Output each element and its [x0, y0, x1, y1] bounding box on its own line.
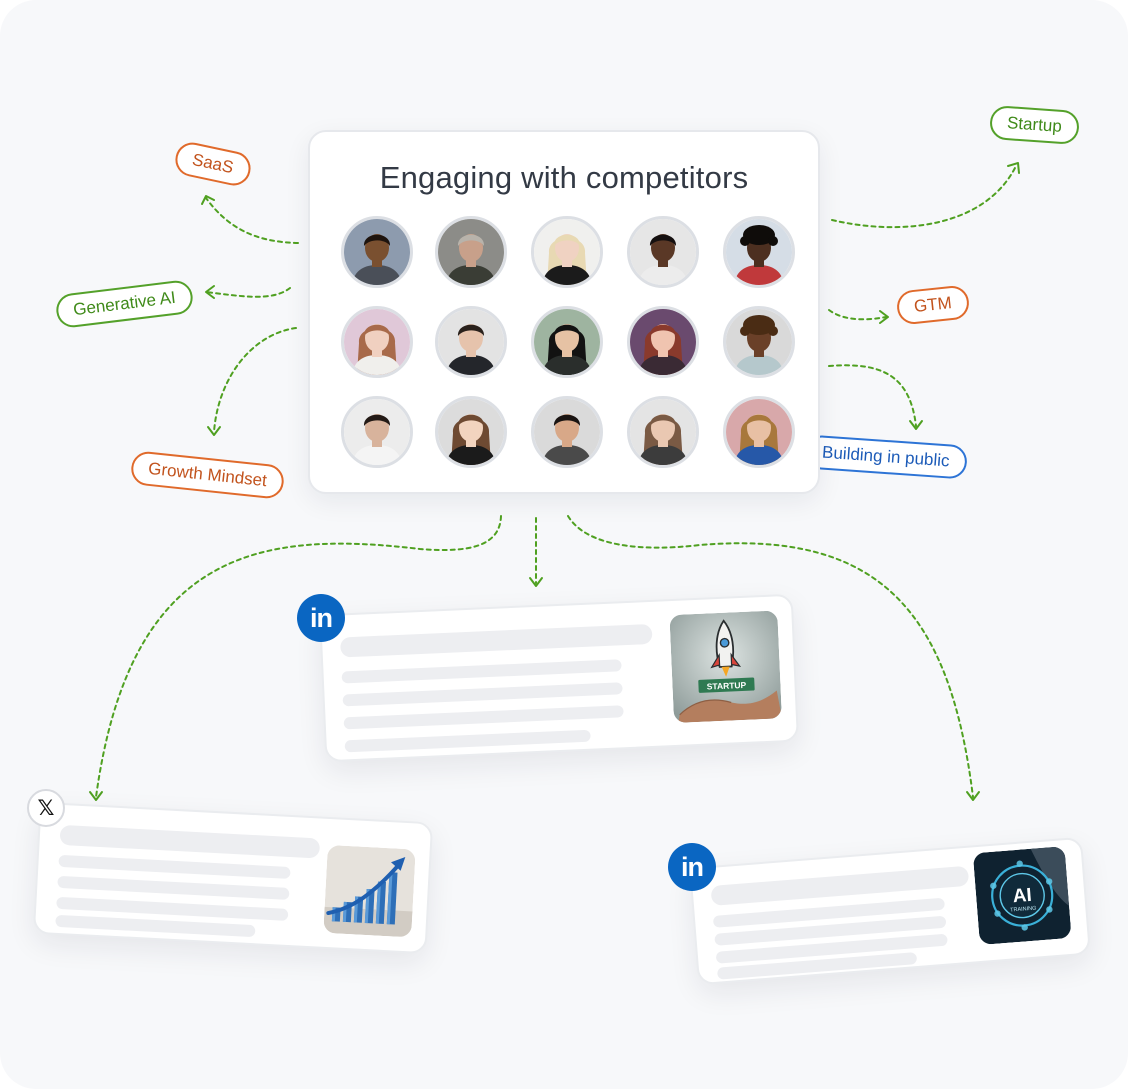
ai-image-subtitle: TRAINING [1010, 906, 1037, 914]
post-title-placeholder [59, 824, 321, 859]
tag-generative-ai: Generative AI [54, 278, 195, 330]
avatar[interactable] [341, 216, 413, 288]
linkedin-post-center[interactable]: STARTUP [318, 593, 800, 763]
avatar[interactable] [435, 306, 507, 378]
avatar[interactable] [723, 216, 795, 288]
ai-image-title: AI [1012, 885, 1033, 907]
post-line-placeholder [342, 682, 623, 707]
startup-image-label: STARTUP [707, 680, 747, 692]
avatar[interactable] [531, 216, 603, 288]
tag-saas: SaaS [172, 139, 254, 189]
tag-growth-mindset: Growth Mindset [129, 450, 286, 500]
competitors-card: Engaging with competitors [308, 130, 820, 494]
avatar[interactable] [341, 306, 413, 378]
post-line-placeholder [55, 914, 256, 938]
tag-startup: Startup [988, 104, 1080, 146]
avatar[interactable] [435, 216, 507, 288]
card-title: Engaging with competitors [379, 160, 749, 195]
avatar[interactable] [531, 396, 603, 468]
growth-chart-image [323, 844, 416, 938]
linkedin-icon[interactable]: in [668, 843, 716, 891]
startup-rocket-image: STARTUP [669, 610, 782, 724]
post-line-placeholder [58, 854, 291, 879]
post-line-placeholder [341, 659, 622, 684]
tag-building-in-public: Building in public [804, 434, 968, 480]
avatar[interactable] [531, 306, 603, 378]
avatar[interactable] [435, 396, 507, 468]
post-line-placeholder [57, 875, 290, 900]
avatar[interactable] [627, 306, 699, 378]
post-line-placeholder [344, 729, 591, 753]
avatar[interactable] [723, 396, 795, 468]
tag-gtm: GTM [895, 284, 971, 326]
x-post-left[interactable] [32, 801, 434, 955]
post-title-placeholder [340, 623, 653, 658]
avatar[interactable] [627, 216, 699, 288]
ai-training-image: AI TRAINING [972, 846, 1072, 946]
avatar[interactable] [723, 306, 795, 378]
linkedin-post-right[interactable]: AI TRAINING [688, 836, 1092, 986]
post-line-placeholder [343, 705, 624, 730]
avatar[interactable] [627, 396, 699, 468]
linkedin-icon[interactable]: in [297, 594, 345, 642]
x-icon[interactable]: 𝕏 [27, 789, 65, 827]
avatar[interactable] [341, 396, 413, 468]
